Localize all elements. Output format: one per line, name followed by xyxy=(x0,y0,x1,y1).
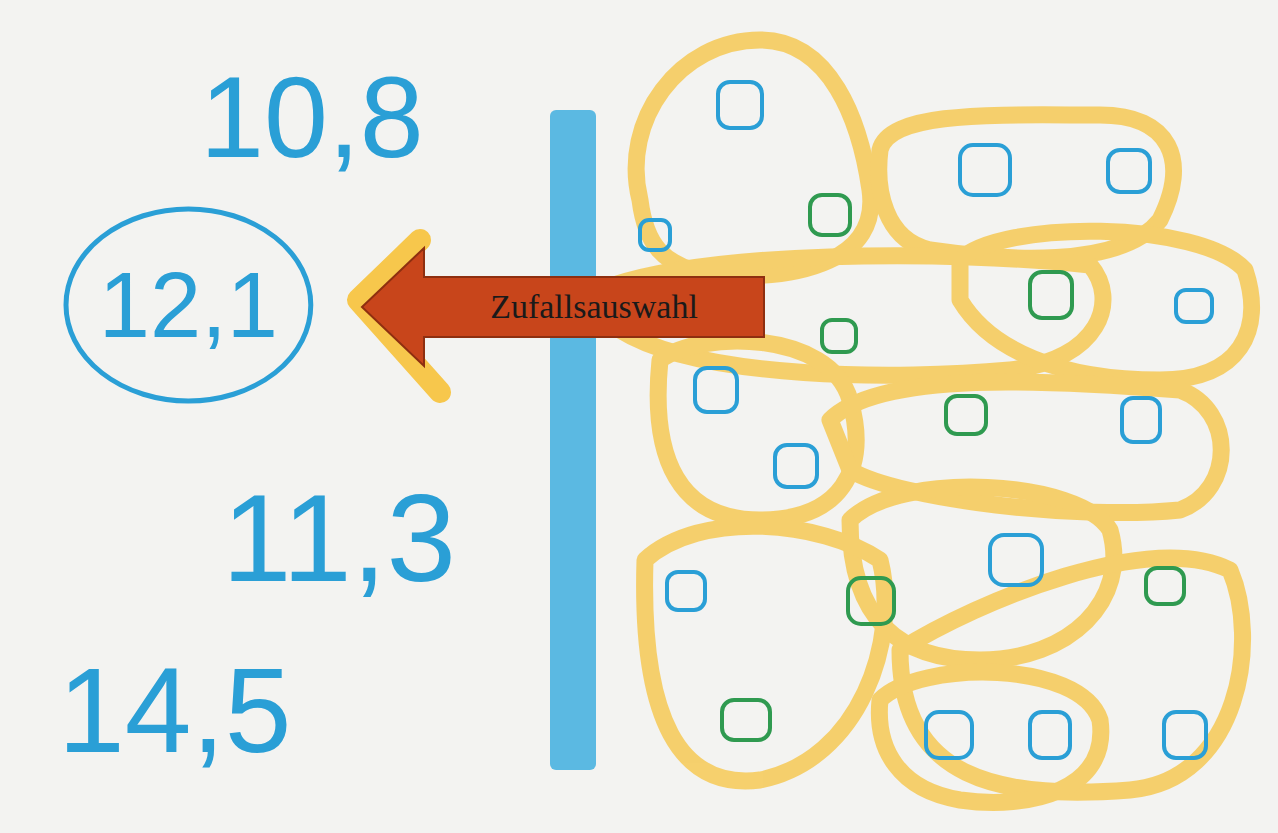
value-label: 14,5 xyxy=(58,650,292,770)
value-text: 12,1 xyxy=(99,257,278,354)
value-label: 10,8 xyxy=(200,60,424,175)
value-text: 11,3 xyxy=(222,468,456,607)
arrow-shape xyxy=(362,248,764,366)
value-text: 10,8 xyxy=(200,53,424,181)
value-label: 11,3 xyxy=(222,475,456,600)
value-text: 14,5 xyxy=(58,643,292,777)
sample-squares xyxy=(640,82,1212,758)
arrow-label: Zufallsauswahl xyxy=(490,289,698,325)
divider-bar xyxy=(550,110,596,770)
chosen-value-circle: 12,1 xyxy=(62,205,315,405)
circle-outline xyxy=(66,209,311,401)
selection-arrow: Zufallsauswahl xyxy=(362,248,764,366)
group-loops xyxy=(600,40,1252,802)
